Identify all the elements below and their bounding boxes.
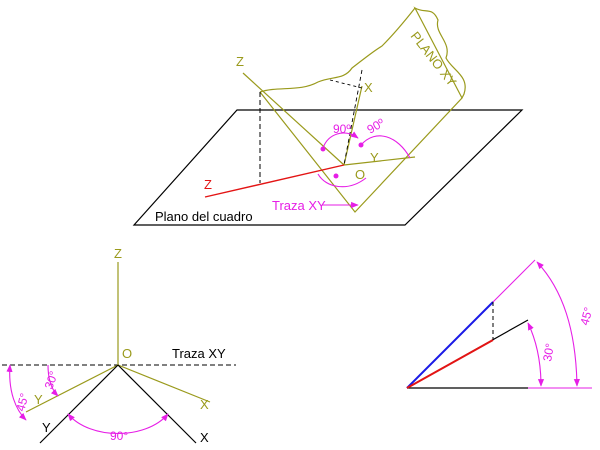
red-segment: [406, 339, 494, 389]
z-label-olive: Z: [236, 54, 244, 69]
angle-arc-2: [360, 135, 411, 159]
plano-xy-label: PLANO XY: [408, 29, 460, 90]
dashed-top: [329, 79, 363, 89]
angle-dot-2: [358, 142, 364, 148]
angle-45-label-ortho: 45°: [13, 391, 31, 412]
angle-dot-3: [333, 173, 339, 179]
angle-30-label-ortho: 30°: [42, 369, 61, 391]
perspective-view: PLANO XY Plano del cuadro Traza XY Z Z X…: [132, 6, 524, 226]
x-axis-ortho-black: [117, 364, 197, 444]
orthographic-view: Z O Traza XY X X Y Y 30° 45° 90°: [2, 246, 236, 445]
z-label-red: Z: [204, 177, 212, 192]
arc-30: [47, 364, 59, 397]
traza-label: Traza XY: [272, 198, 326, 213]
x-axis-ortho-olive: [117, 364, 211, 403]
angle-45-label-right: 45°: [577, 305, 595, 326]
angle-90-label-2: 90º: [365, 115, 388, 136]
angle-arc-1: [322, 131, 359, 149]
origin-label-persp: O: [355, 167, 365, 182]
traza-label-ortho: Traza XY: [172, 346, 226, 361]
x-label-olive: X: [200, 397, 209, 412]
construction-view: 30° 45°: [406, 259, 596, 389]
dashed-x: [343, 69, 363, 166]
z-axis-olive: [242, 72, 345, 166]
blue-segment: [406, 301, 494, 389]
angle-dot-1: [320, 146, 326, 152]
y-axis-ortho-olive: [25, 364, 119, 413]
y-axis-ortho-black: [39, 364, 119, 444]
angle-90-label-ortho: 90°: [110, 429, 128, 443]
z-label-ortho: Z: [114, 246, 122, 261]
angle-90-label-1: 90º: [333, 122, 351, 136]
y-label-persp: Y: [370, 150, 379, 165]
x-axis-olive: [343, 85, 363, 166]
angle-arc-3: [317, 173, 367, 188]
picture-plane: [132, 109, 524, 226]
xy-plane: [259, 6, 466, 213]
y-axis-olive: [343, 156, 416, 166]
arc-30-right: [527, 322, 545, 387]
picture-plane-label: Plano del cuadro: [155, 209, 253, 224]
arc-45: [6, 364, 27, 421]
y-label-olive: Y: [34, 392, 43, 407]
arc-90: [67, 413, 169, 435]
x-label-black: X: [200, 430, 209, 445]
angle-30-label-right: 30°: [540, 342, 557, 362]
z-axis-red: [204, 164, 345, 198]
x-label-persp: X: [364, 80, 373, 95]
arc-45-right: [536, 261, 580, 387]
origin-label-ortho: O: [122, 346, 132, 361]
y-label-black: Y: [42, 420, 51, 435]
